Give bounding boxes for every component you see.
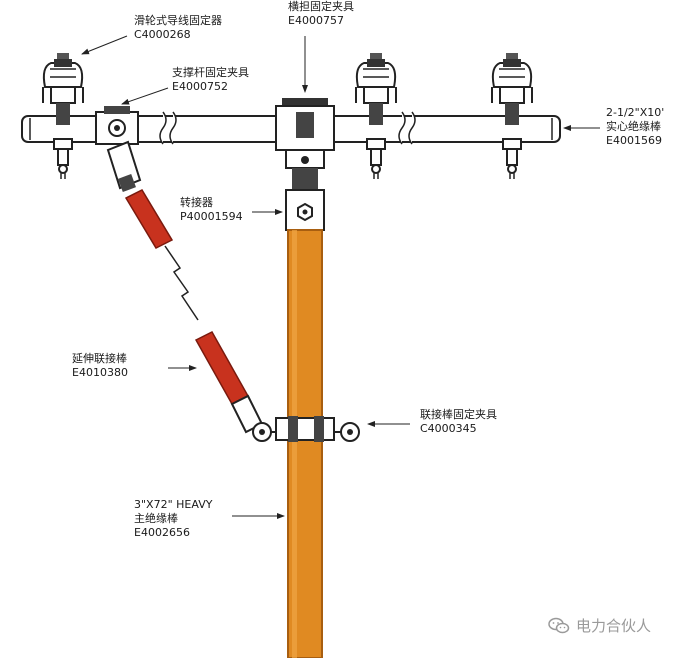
label-main-stick-name: 主绝缘棒 [134, 512, 178, 525]
label-sliding-clamp-code: C4000268 [134, 28, 191, 41]
label-solid-stick-code: E4001569 [606, 134, 662, 147]
label-extension-stick: 延伸联接棒 E4010380 [72, 352, 128, 380]
wechat-icon [548, 617, 570, 633]
label-adapter: 转接器 P40001594 [180, 196, 243, 224]
adapter-block [285, 189, 325, 231]
brace-clamp [95, 106, 139, 145]
label-brace-clamp-name: 支撑杆固定夹具 [172, 66, 249, 79]
watermark-text: 电力合伙人 [575, 617, 651, 635]
label-brace-clamp-code: E4000752 [172, 80, 228, 93]
label-link-clamp-name: 联接棒固定夹具 [420, 408, 497, 421]
label-solid-stick-name: 实心绝缘棒 [606, 120, 661, 133]
callout-arrows [81, 35, 600, 519]
extension-stick-lower [194, 331, 264, 434]
label-crossarm-clamp-name: 横担固定夹具 [288, 0, 354, 13]
label-extension-stick-code: E4010380 [72, 366, 128, 379]
label-crossarm-clamp: 横担固定夹具 E4000757 [288, 0, 354, 28]
label-link-clamp-code: C4000345 [420, 422, 477, 435]
label-crossarm-clamp-code: E4000757 [288, 14, 344, 27]
label-solid-stick: 2-1/2"X10' 实心绝缘棒 E4001569 [606, 106, 664, 148]
extension-stick-upper [124, 189, 174, 249]
label-brace-clamp: 支撑杆固定夹具 E4000752 [172, 66, 249, 94]
arrow-sliding-clamp [81, 35, 128, 55]
label-extension-stick-name: 延伸联接棒 [72, 352, 127, 365]
arrow-brace-clamp [121, 87, 169, 105]
label-adapter-code: P40001594 [180, 210, 243, 223]
label-main-stick-size: 3"X72" HEAVY [134, 498, 213, 511]
crossarm-clamp [275, 98, 335, 190]
extension-break [164, 245, 199, 321]
label-solid-stick-size: 2-1/2"X10' [606, 106, 665, 119]
main-insulating-stick [287, 229, 323, 659]
label-main-stick: 3"X72" HEAVY 主绝缘棒 E4002656 [134, 498, 212, 540]
watermark: 电力合伙人 [548, 615, 651, 636]
brace-upper-fitting [106, 140, 142, 192]
link-stick-clamp [252, 416, 360, 442]
label-main-stick-code: E4002656 [134, 526, 190, 539]
label-adapter-name: 转接器 [180, 196, 213, 209]
label-link-clamp: 联接棒固定夹具 C4000345 [420, 408, 497, 436]
label-sliding-clamp-name: 滑轮式导线固定器 [134, 14, 222, 27]
label-sliding-clamp: 滑轮式导线固定器 C4000268 [134, 14, 222, 42]
